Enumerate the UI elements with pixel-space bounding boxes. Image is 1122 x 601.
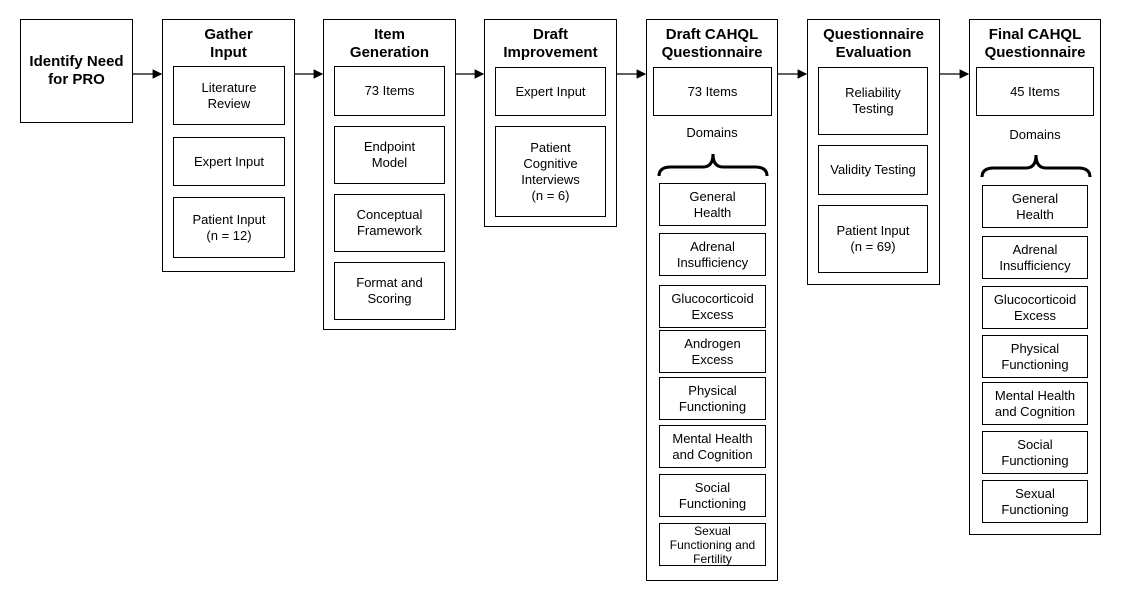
domain-social-functioning: Social Functioning <box>982 431 1088 474</box>
draft-cahql-column: Draft CAHQL Questionnaire 73 Items Domai… <box>646 19 778 581</box>
domain-physical-functioning: Physical Functioning <box>982 335 1088 378</box>
identify-need-box: Identify Need for PRO <box>20 19 133 123</box>
domain-social-functioning: Social Functioning <box>659 474 766 517</box>
final-cahql-column: Final CAHQL Questionnaire 45 Items Domai… <box>969 19 1101 535</box>
domain-adrenal-insufficiency: Adrenal Insufficiency <box>659 233 766 276</box>
domain-glucocorticoid-excess: Glucocorticoid Excess <box>659 285 766 328</box>
item-generation-column: Item Generation 73 Items Endpoint Model … <box>323 19 456 330</box>
domain-general-health: General Health <box>982 185 1088 228</box>
endpoint-model-box: Endpoint Model <box>334 126 445 184</box>
domain-androgen-excess: Androgen Excess <box>659 330 766 373</box>
conceptual-framework-box: Conceptual Framework <box>334 194 445 252</box>
questionnaire-evaluation-column: Questionnaire Evaluation Reliability Tes… <box>807 19 940 285</box>
patient-input-box: Patient Input (n = 69) <box>818 205 928 273</box>
questionnaire-evaluation-title: Questionnaire Evaluation <box>823 26 924 61</box>
domain-mental-health-cognition: Mental Health and Cognition <box>982 382 1088 425</box>
domain-adrenal-insufficiency: Adrenal Insufficiency <box>982 236 1088 279</box>
validity-testing-box: Validity Testing <box>818 145 928 195</box>
draft-cahql-title: Draft CAHQL Questionnaire <box>661 26 763 61</box>
format-scoring-box: Format and Scoring <box>334 262 445 320</box>
draft-items-count-box: 73 Items <box>653 67 772 116</box>
draft-domains-label: Domains <box>686 125 738 140</box>
item-generation-title: Item Generation <box>349 26 430 61</box>
final-cahql-title: Final CAHQL Questionnaire <box>984 26 1086 61</box>
items-count-box: 73 Items <box>334 66 445 116</box>
gather-input-column: Gather Input Literature Review Expert In… <box>162 19 295 272</box>
expert-input-box: Expert Input <box>173 137 285 186</box>
expert-input-box: Expert Input <box>495 67 606 116</box>
domain-glucocorticoid-excess: Glucocorticoid Excess <box>982 286 1088 329</box>
cognitive-interviews-box: Patient Cognitive Interviews (n = 6) <box>495 126 606 217</box>
final-items-count-box: 45 Items <box>976 67 1094 116</box>
domain-physical-functioning: Physical Functioning <box>659 377 766 420</box>
gather-input-title: Gather Input <box>204 26 253 61</box>
draft-improvement-column: Draft Improvement Expert Input Patient C… <box>484 19 617 227</box>
final-domains-brace <box>980 154 1092 178</box>
domain-mental-health-cognition: Mental Health and Cognition <box>659 425 766 468</box>
domain-sexual-functioning-fertility: Sexual Functioning and Fertility <box>659 523 766 566</box>
patient-input-box: Patient Input (n = 12) <box>173 197 285 258</box>
reliability-testing-box: Reliability Testing <box>818 67 928 135</box>
identify-need-label: Identify Need for PRO <box>29 53 124 88</box>
final-domains-label: Domains <box>1009 127 1061 142</box>
draft-domains-brace <box>657 153 769 177</box>
domain-general-health: General Health <box>659 183 766 226</box>
draft-improvement-title: Draft Improvement <box>503 26 598 61</box>
domain-sexual-functioning: Sexual Functioning <box>982 480 1088 523</box>
literature-review-box: Literature Review <box>173 66 285 125</box>
